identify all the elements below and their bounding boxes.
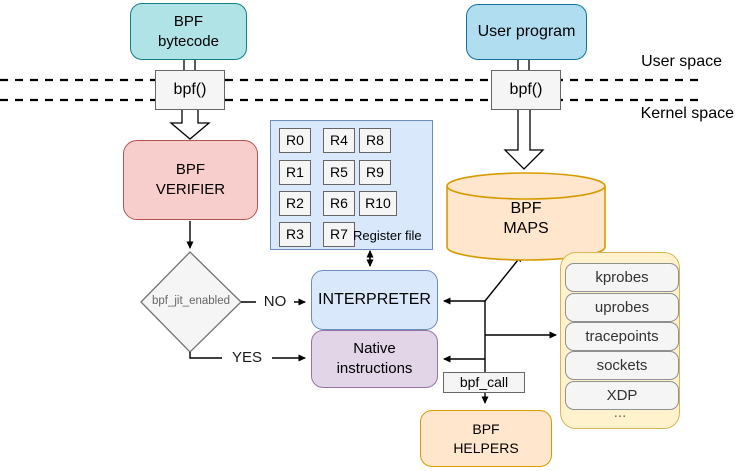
register-file-caption: Register file	[353, 228, 422, 243]
register-r6: R6	[323, 191, 355, 216]
bpf-maps-label-line1: BPF	[510, 200, 542, 217]
bpf-helpers-label-line1: BPF	[472, 421, 500, 438]
hook-item-kprobes: kprobes	[565, 263, 679, 292]
bpf-syscall-right-node: bpf()	[491, 70, 561, 110]
user-program-label: User program	[477, 23, 576, 41]
hook-item-xdp: XDP	[565, 381, 679, 410]
bpf-call-label: bpf_call	[459, 374, 509, 391]
no-branch-label: NO	[256, 293, 294, 310]
native-instructions-label-line1: Native	[353, 340, 396, 358]
register-r0: R0	[279, 128, 311, 153]
hook-item-tracepoints: tracepoints	[565, 322, 679, 351]
interpreter-node: INTERPRETER	[311, 270, 438, 330]
bpf-verifier-label-line2: VERIFIER	[155, 181, 226, 198]
bpf-syscall-left-node: bpf()	[155, 70, 225, 110]
interpreter-label: INTERPRETER	[318, 291, 431, 309]
register-r9: R9	[359, 160, 391, 185]
hook-item-uprobes: uprobes	[565, 293, 679, 322]
bpf-bytecode-label-line2: bytecode	[158, 32, 219, 50]
register-r2: R2	[279, 191, 311, 216]
register-file-node: R0 R1 R2 R3 R4 R5 R6 R7 R8 R9 R10 Regist…	[270, 120, 433, 250]
block-arrow-bpf-to-verifier	[169, 104, 211, 140]
register-r10: R10	[359, 191, 397, 216]
bpf-maps-label: BPF MAPS	[461, 199, 591, 239]
register-r8: R8	[359, 128, 391, 153]
hook-item-more: ...	[613, 404, 627, 421]
kernel-space-label: Kernel space	[640, 105, 734, 122]
bpf-call-node: bpf_call	[443, 372, 525, 393]
bpf-helpers-label-line2: HELPERS	[453, 439, 519, 456]
bpf-maps-cylinder-top	[446, 172, 606, 200]
bpf-verifier-node: BPF VERIFIER	[123, 140, 258, 220]
register-r3: R3	[279, 222, 311, 247]
register-r1: R1	[279, 160, 311, 185]
bpf-verifier-label-line1: BPF	[175, 161, 206, 179]
user-program-node: User program	[466, 4, 587, 60]
bpf-maps-label-line2: MAPS	[503, 220, 549, 237]
block-arrow-bpf-to-maps	[503, 104, 545, 170]
bpf-bytecode-label-line1: BPF	[173, 12, 204, 30]
register-r5: R5	[323, 160, 355, 185]
register-r4: R4	[323, 128, 355, 153]
hooks-list-container: kprobes uprobes tracepoints sockets XDP …	[560, 252, 680, 429]
user-space-label: User space	[641, 53, 722, 70]
register-r7: R7	[323, 222, 355, 247]
hook-item-sockets: sockets	[565, 351, 679, 380]
bpf-syscall-right-label: bpf()	[509, 81, 543, 99]
bpf-syscall-left-label: bpf()	[173, 81, 207, 99]
native-instructions-label-line2: instructions	[336, 360, 413, 377]
bpf-bytecode-node: BPF bytecode	[130, 3, 247, 60]
jit-decision-label: bpf_jit_enabled	[151, 295, 230, 307]
yes-branch-label: YES	[222, 349, 272, 366]
native-instructions-node: Native instructions	[311, 330, 438, 388]
arrow-junction-to-maps	[484, 254, 523, 302]
bpf-helpers-node: BPF HELPERS	[420, 410, 552, 467]
